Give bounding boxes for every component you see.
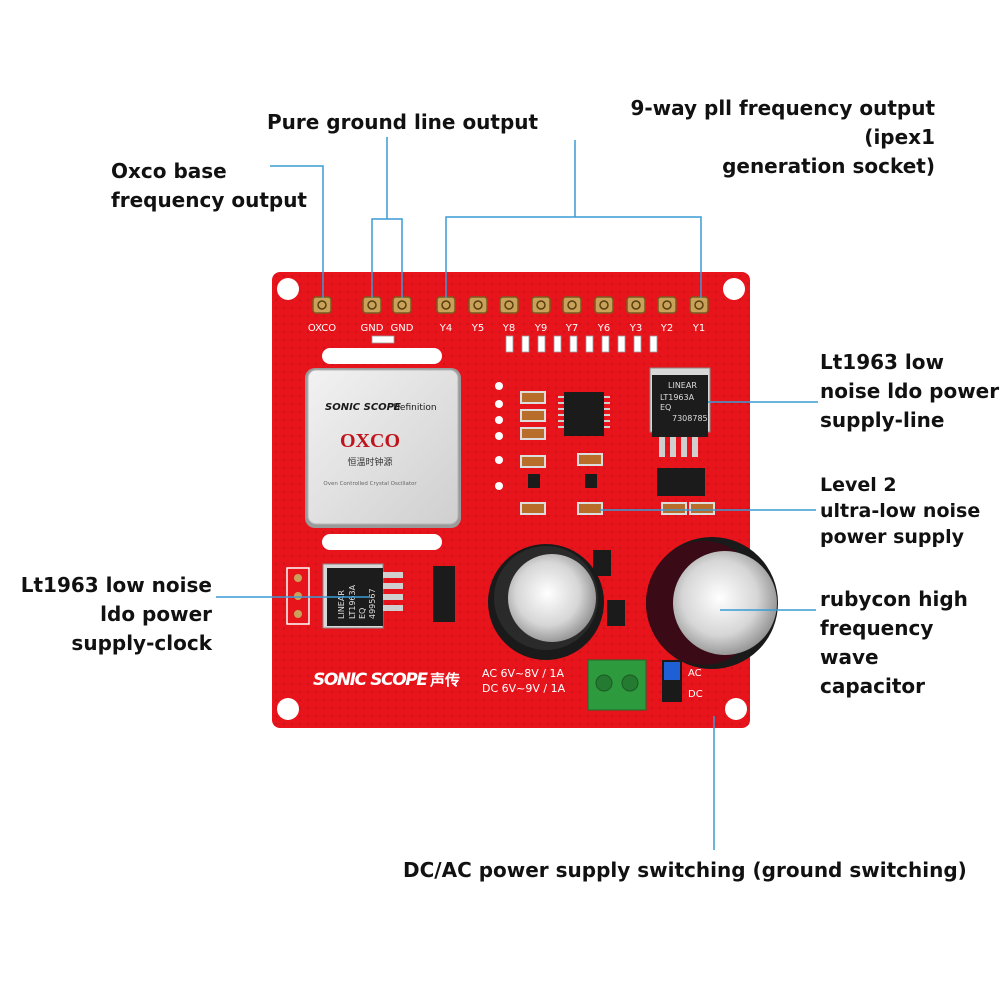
lt1963-line-regulator: LINEAR LT1963A EQ 7308785	[649, 367, 711, 457]
rubycon-capacitor	[646, 537, 778, 669]
smd-components	[433, 391, 715, 626]
filter-capacitor	[488, 544, 604, 660]
annotation-pll-output: 9-way pll frequency output (ipex1 genera…	[630, 96, 935, 178]
oxco-definition: Definition	[393, 403, 437, 413]
connector-label-y5: Y5	[471, 323, 484, 334]
pll-chip	[564, 392, 604, 436]
annotation-pure-ground: Pure ground line output	[267, 110, 539, 134]
svg-text:LT1963A: LT1963A	[660, 393, 695, 402]
connector-label-y8: Y8	[502, 323, 515, 334]
oxco-title: OXCO	[340, 430, 400, 452]
oxco-module: SONIC SCOPE Definition OXCO 恒温时钟源 Oven C…	[305, 368, 461, 528]
connector-label-oxco: OXCO	[308, 323, 336, 334]
annotation-rubycon: rubycon high frequency wave capacitor	[820, 587, 968, 698]
svg-text:499567: 499567	[368, 588, 377, 619]
callout-lines	[216, 137, 818, 850]
connector-label-y2: Y2	[660, 323, 673, 334]
connector-label-y9: Y9	[534, 323, 547, 334]
svg-text:LINEAR: LINEAR	[668, 381, 697, 390]
oxco-chinese: 恒温时钟源	[347, 456, 392, 468]
power-spec-ac: AC 6V~8V / 1A	[482, 667, 564, 680]
lt1963-clock-regulator: LINEAR LT1963A EQ 499567	[286, 563, 403, 629]
svg-text:AC: AC	[688, 668, 702, 679]
svg-text:EQ: EQ	[660, 403, 671, 412]
svg-text:7308785: 7308785	[672, 414, 708, 423]
connector-label-y1: Y1	[692, 323, 705, 334]
connector-label-y6: Y6	[597, 323, 610, 334]
sonic-scope-chinese: 声传	[429, 671, 460, 689]
ipex-connectors	[312, 296, 709, 314]
mounting-holes	[277, 278, 747, 720]
svg-text:DC: DC	[688, 689, 703, 700]
annotation-level2: Level 2 ultra-low noise power supply	[820, 474, 981, 548]
svg-text:LINEAR: LINEAR	[337, 590, 346, 619]
connector-label-gnd-1: GND	[361, 323, 384, 334]
annotation-lt1963-line: Lt1963 low noise ldo power supply-line	[820, 350, 1000, 432]
smd-resistor-row	[371, 335, 658, 353]
svg-text:EQ: EQ	[358, 608, 367, 619]
sonic-scope-logo: SONIC SCOPE	[313, 670, 428, 690]
connector-label-y7: Y7	[565, 323, 578, 334]
connector-label-y4: Y4	[439, 323, 452, 334]
board-slots	[322, 348, 503, 550]
annotation-dc-ac-switch: DC/AC power supply switching (ground swi…	[403, 858, 967, 882]
oxco-subtitle: Oven Controlled Crystal Oscillator	[323, 481, 417, 487]
svg-text:LT1963A: LT1963A	[348, 584, 357, 619]
annotation-oxco-base: Oxco base frequency output	[111, 159, 307, 212]
power-terminal-block	[587, 659, 647, 711]
connector-label-gnd-2: GND	[391, 323, 414, 334]
oxco-brand: SONIC SCOPE	[325, 402, 401, 413]
annotation-lt1963-clock: Lt1963 low noise ldo power supply-clock	[20, 573, 212, 655]
power-spec-dc: DC 6V~9V / 1A	[482, 682, 566, 695]
connector-label-y3: Y3	[629, 323, 642, 334]
ac-dc-jumper: AC DC	[662, 660, 703, 702]
